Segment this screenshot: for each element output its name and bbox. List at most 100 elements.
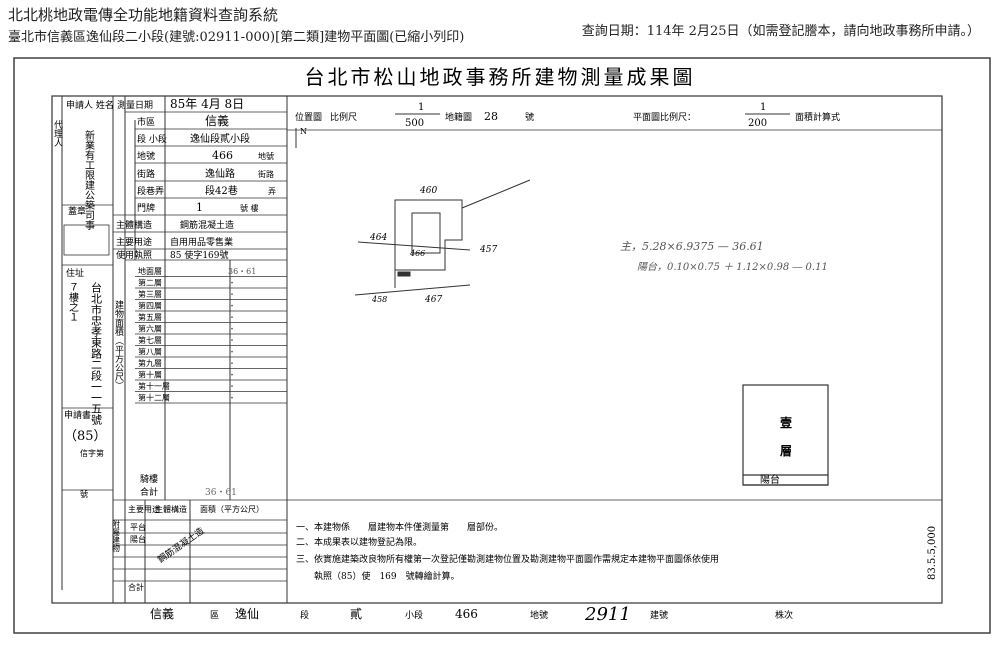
location-sketch	[354, 179, 531, 296]
annex-label: 附屬建物	[112, 519, 121, 553]
annex-row-1: 平台	[130, 522, 146, 532]
floor-label: 第四層	[138, 301, 162, 311]
map-label: 地籍圖	[445, 111, 472, 123]
plan-label: 平面圖比例尺：	[633, 111, 696, 123]
floor-value: ・	[228, 325, 236, 334]
plan-scale-den: 200	[748, 118, 767, 129]
scale-label: 比例尺	[330, 111, 357, 123]
app-no: （85）	[64, 429, 107, 444]
system-title: 北北桃地政電傳全功能地籍資料查詢系統	[8, 6, 279, 24]
lot: 466	[212, 149, 233, 162]
floor-label: 地面層	[138, 266, 162, 276]
floor-value: ・	[228, 371, 236, 380]
address-label: 住址	[66, 267, 84, 279]
dim-top: 460	[419, 186, 437, 196]
floor-value: 36・61	[228, 267, 256, 276]
lot-unit: 地號	[258, 151, 274, 161]
room-2: 層	[780, 444, 792, 458]
app-no-label: 申請書	[64, 409, 91, 421]
floor-value: ・	[228, 290, 236, 299]
map-unit: 號	[525, 111, 534, 123]
app-no-2: 信字第	[80, 448, 104, 458]
door-unit: 號 樓	[240, 203, 259, 213]
dim-bottom2: 467	[424, 295, 442, 305]
balcony-label: 騎樓	[140, 473, 158, 485]
floor-label: 第十層	[138, 370, 162, 380]
query-date: 查詢日期：114年 2月25日（如需登記謄本，請向地政事務所申請。）	[581, 24, 980, 39]
lane: 段42巷	[205, 184, 238, 197]
total-label: 合計	[140, 486, 158, 498]
district-label: 市區	[137, 116, 155, 128]
footer-subsection-unit: 小段	[405, 609, 423, 621]
applicant-name: 新業有工限建公築司事	[83, 129, 95, 230]
dim-inside: 466	[409, 249, 425, 258]
side-date: 83.5.5,000	[927, 526, 938, 580]
applicant-label: 申請人 姓名	[66, 99, 114, 111]
section-label: 段 小段	[137, 133, 167, 145]
apply-date: 85年 4月 8日	[170, 97, 244, 111]
floor-area-label: 建物面積（平方公尺）	[113, 299, 124, 390]
footer-tail: 株次	[775, 609, 793, 621]
outer-frame	[13, 57, 991, 634]
floor-value: ・	[228, 313, 236, 322]
structure: 鋼筋混凝土造	[180, 219, 234, 231]
use: 自用用品零售業	[170, 236, 233, 248]
door: 1	[196, 201, 203, 214]
parcel-line: 臺北市信義區逸仙段二小段(建號:02911-000)[第二類]建物平面圖(已縮小…	[8, 30, 465, 45]
north-label: N	[300, 127, 307, 136]
annex-use-label: 主要用途	[128, 504, 160, 514]
floor-value: ・	[228, 359, 236, 368]
note-2: 二、本成果表以建物登記為限。	[296, 536, 422, 548]
loc-scale-num: 1	[418, 102, 424, 113]
footer-lot-unit: 地號	[530, 609, 548, 621]
floor-label: 第十二層	[138, 393, 170, 403]
doc-title: 台北市松山地政事務所建物測量成果圖	[305, 65, 696, 89]
plan-scale-num: 1	[760, 102, 766, 113]
street-unit: 街路	[258, 169, 274, 179]
app-no-3: 號	[80, 489, 88, 499]
footer-building-no: 2911	[584, 604, 631, 625]
license: 85 使字169號	[170, 249, 229, 261]
area-calc-label: 面積計算式	[795, 111, 840, 123]
floor-value: ・	[228, 279, 236, 288]
floor-label: 第八層	[138, 347, 162, 357]
loc-scale-den: 500	[405, 118, 424, 129]
lot-label: 地號	[137, 150, 155, 162]
note-3: 三、依實施建築改良物所有權第一次登記僅勘測建物位置及勘測建物平面圖作需規定本建物…	[296, 553, 719, 565]
use-label: 主要用途	[116, 236, 152, 248]
street-label: 街路	[137, 168, 155, 180]
footer-district: 信義	[150, 606, 174, 621]
floor-value: ・	[228, 394, 236, 403]
balcony-word: 陽台	[760, 473, 780, 486]
floor-label: 第六層	[138, 324, 162, 334]
floor-label: 第七層	[138, 335, 162, 345]
calc-2: 陽台，0.10×0.75 ＋ 1.12×0.98 ― 0.11	[637, 261, 828, 273]
seal-label: 蓋章	[68, 205, 86, 217]
address-extra: ７樓之１	[67, 282, 79, 322]
note-1: 一、本建物係 層建物本件僅測量第 層部份。	[296, 521, 503, 533]
footer-section: 逸仙	[235, 607, 259, 621]
map-no: 28	[484, 110, 498, 123]
floor-label: 第二層	[138, 278, 162, 288]
annex-struct-label: 主體構造	[155, 504, 187, 514]
footer-section-unit: 段	[300, 609, 309, 621]
street: 逸仙路	[205, 167, 235, 180]
annex-area-label: 面積（平方公尺）	[200, 504, 264, 514]
seal-box	[63, 224, 110, 256]
footer-district-unit: 區	[210, 610, 219, 621]
license-label: 使用執照	[116, 249, 152, 261]
footer-lot: 466	[455, 607, 478, 621]
floor-value: ・	[228, 348, 236, 357]
floor-value: ・	[228, 382, 236, 391]
total-value: 36・61	[205, 488, 237, 498]
section: 逸仙段貳小段	[190, 132, 250, 145]
floor-label: 第三層	[138, 289, 162, 299]
dim-right: 457	[479, 245, 497, 255]
lane-unit: 弄	[268, 187, 276, 196]
district: 信義	[205, 113, 229, 128]
footer-subsection: 貳	[350, 606, 362, 621]
lane-label: 段巷弄	[137, 185, 164, 197]
floor-label: 第十一層	[138, 381, 170, 391]
floor-label: 第五層	[138, 312, 162, 322]
